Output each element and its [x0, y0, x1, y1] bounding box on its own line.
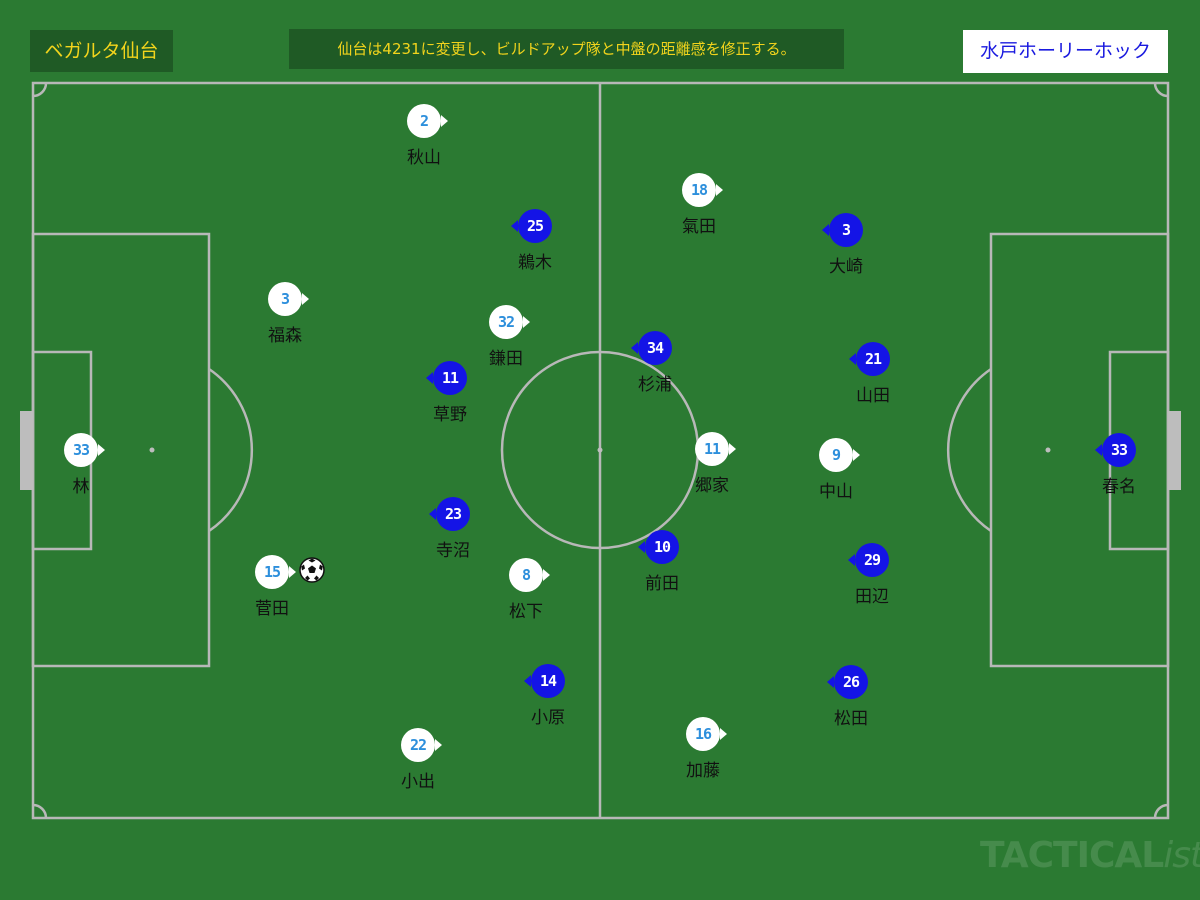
- watermark-logo: TACTICALista: [980, 835, 1200, 876]
- direction-arrow-icon: [853, 449, 860, 461]
- player-name: 草野: [433, 405, 467, 425]
- right-penalty-spot: [1045, 447, 1051, 453]
- player-number: 21: [856, 342, 890, 376]
- corner-arc-top-right: [1153, 82, 1169, 98]
- player-number: 33: [64, 433, 98, 467]
- center-spot: [597, 447, 603, 453]
- player-number: 34: [638, 331, 672, 365]
- player-number: 16: [686, 717, 720, 751]
- player-number: 9: [819, 438, 853, 472]
- player-name: 山田: [856, 386, 890, 406]
- left-penalty-spot: [149, 447, 155, 453]
- direction-arrow-icon: [429, 508, 436, 520]
- direction-arrow-icon: [543, 569, 550, 581]
- left-goal: [20, 411, 33, 490]
- right-goal: [1168, 411, 1181, 490]
- direction-arrow-icon: [848, 554, 855, 566]
- player-name: 鵜木: [518, 253, 552, 273]
- player-number: 14: [531, 664, 565, 698]
- player-name: 中山: [819, 482, 853, 502]
- player-name: 大崎: [829, 257, 863, 277]
- player-number: 25: [518, 209, 552, 243]
- home-team-label: ベガルタ仙台: [30, 30, 173, 72]
- player-name: 菅田: [255, 599, 289, 619]
- direction-arrow-icon: [729, 443, 736, 455]
- tactical-headline: 仙台は4231に変更し、ビルドアップ隊と中盤の距離感を修正する。: [289, 29, 844, 69]
- player-name: 鎌田: [489, 349, 523, 369]
- watermark-light: ista: [1163, 835, 1200, 876]
- player-name: 松田: [834, 709, 868, 729]
- player-number: 8: [509, 558, 543, 592]
- player-name: 寺沼: [436, 541, 470, 561]
- direction-arrow-icon: [849, 353, 856, 365]
- direction-arrow-icon: [441, 115, 448, 127]
- player-name: 氣田: [682, 217, 716, 237]
- player-number: 15: [255, 555, 289, 589]
- direction-arrow-icon: [524, 675, 531, 687]
- corner-arc-top-left: [32, 82, 48, 98]
- direction-arrow-icon: [511, 220, 518, 232]
- left-penalty-arc: [208, 367, 254, 533]
- player-number: 18: [682, 173, 716, 207]
- player-number: 22: [401, 728, 435, 762]
- direction-arrow-icon: [523, 316, 530, 328]
- away-team-label: 水戸ホーリーホック: [963, 30, 1168, 73]
- player-name: 春名: [1102, 477, 1136, 497]
- direction-arrow-icon: [822, 224, 829, 236]
- player-number: 10: [645, 530, 679, 564]
- direction-arrow-icon: [716, 184, 723, 196]
- player-number: 11: [695, 432, 729, 466]
- soccer-ball-icon: [299, 557, 325, 583]
- corner-arc-bottom-right: [1153, 803, 1169, 819]
- player-number: 11: [433, 361, 467, 395]
- player-number: 26: [834, 665, 868, 699]
- direction-arrow-icon: [827, 676, 834, 688]
- left-penalty-area: [31, 232, 211, 668]
- direction-arrow-icon: [426, 372, 433, 384]
- direction-arrow-icon: [98, 444, 105, 456]
- watermark-bold: TACTICAL: [980, 835, 1164, 876]
- player-number: 3: [268, 282, 302, 316]
- player-name: 前田: [645, 574, 679, 594]
- corner-arc-bottom-left: [32, 803, 48, 819]
- direction-arrow-icon: [631, 342, 638, 354]
- direction-arrow-icon: [289, 566, 296, 578]
- player-name: 林: [72, 477, 90, 497]
- player-number: 32: [489, 305, 523, 339]
- direction-arrow-icon: [720, 728, 727, 740]
- player-number: 2: [407, 104, 441, 138]
- player-number: 33: [1102, 433, 1136, 467]
- player-name: 杉浦: [638, 375, 672, 395]
- player-name: 田辺: [855, 587, 889, 607]
- direction-arrow-icon: [1095, 444, 1102, 456]
- player-number: 3: [829, 213, 863, 247]
- player-number: 23: [436, 497, 470, 531]
- player-number: 29: [855, 543, 889, 577]
- direction-arrow-icon: [435, 739, 442, 751]
- direction-arrow-icon: [638, 541, 645, 553]
- player-name: 松下: [509, 602, 543, 622]
- direction-arrow-icon: [302, 293, 309, 305]
- player-name: 小原: [531, 708, 565, 728]
- right-penalty-arc: [946, 367, 992, 533]
- right-penalty-area: [989, 232, 1170, 668]
- player-name: 福森: [268, 326, 302, 346]
- player-name: 秋山: [407, 148, 441, 168]
- player-name: 郷家: [695, 476, 729, 496]
- player-name: 小出: [401, 772, 435, 792]
- player-name: 加藤: [686, 761, 720, 781]
